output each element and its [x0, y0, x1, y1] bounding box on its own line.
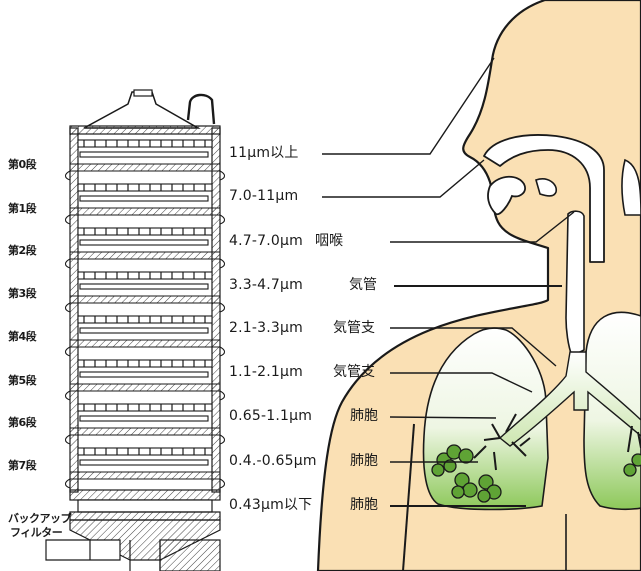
size-label-6: 0.65-1.1μm	[229, 408, 312, 425]
side-tab-right-6	[220, 435, 225, 444]
spacer-ring-6	[70, 428, 220, 435]
stage-label-7: 第7段	[8, 459, 60, 472]
region-label-5: 気管支	[333, 364, 375, 381]
spacer-ring-0	[70, 164, 220, 171]
side-tab-right-7	[220, 479, 225, 488]
side-tab-left-4	[66, 347, 71, 356]
side-tab-right-2	[220, 259, 225, 268]
stage-label-5: 第5段	[8, 374, 60, 387]
impactor-inlet-cap	[134, 90, 152, 96]
cascade-impactor-illustration	[46, 90, 225, 571]
side-tab-right-0	[220, 171, 225, 180]
collection-plate-0	[80, 152, 208, 157]
spacer-ring-3	[70, 296, 220, 303]
side-tab-left-6	[66, 435, 71, 444]
stage-label-0: 第0段	[8, 158, 60, 171]
impactor-left-wall	[70, 128, 78, 492]
size-label-backup: 0.43μm以下	[229, 497, 312, 514]
nozzle-plate-1	[78, 184, 212, 191]
nozzle-plate-4	[78, 316, 212, 323]
collection-plate-1	[80, 196, 208, 201]
side-tab-left-3	[66, 303, 71, 312]
impactor-stage-plates	[66, 140, 225, 488]
backup-filter-plate	[78, 500, 212, 512]
size-label-3: 3.3-4.7μm	[229, 277, 303, 294]
nozzle-plate-2	[78, 228, 212, 235]
collection-plate-6	[80, 416, 208, 421]
collection-plate-2	[80, 240, 208, 245]
spacer-ring-4	[70, 340, 220, 347]
impactor-top-plate	[70, 126, 220, 134]
side-tab-right-5	[220, 391, 225, 400]
nozzle-plate-3	[78, 272, 212, 279]
base-right	[160, 540, 220, 571]
region-label-backup: 肺胞	[350, 497, 378, 514]
collection-plate-3	[80, 284, 208, 289]
backup-filter-upper	[70, 490, 220, 500]
spacer-ring-1	[70, 208, 220, 215]
size-label-5: 1.1-2.1μm	[229, 364, 303, 381]
region-label-3: 気管	[349, 277, 377, 294]
size-label-2: 4.7-7.0μm	[229, 233, 303, 250]
spacer-ring-5	[70, 384, 220, 391]
side-tab-left-2	[66, 259, 71, 268]
side-tab-left-0	[66, 171, 71, 180]
size-label-7: 0.4.-0.65μm	[229, 453, 317, 470]
backup-filter-lower	[70, 512, 220, 520]
impactor-right-wall	[212, 128, 220, 492]
nozzle-plate-5	[78, 360, 212, 367]
backup-label-line1: バックアップ	[8, 512, 78, 525]
nozzle-plate-6	[78, 404, 212, 411]
backup-label-line2: フィルター	[10, 526, 80, 539]
region-label-6: 肺胞	[350, 408, 378, 425]
stage-label-1: 第1段	[8, 202, 60, 215]
leader-stage6	[390, 417, 496, 418]
size-label-0: 11μm以上	[229, 145, 299, 162]
stage-label-3: 第3段	[8, 287, 60, 300]
side-tab-right-4	[220, 347, 225, 356]
impactor-inlet-tube	[188, 95, 214, 124]
side-tab-left-1	[66, 215, 71, 224]
stage-label-2: 第2段	[8, 244, 60, 257]
side-tab-right-1	[220, 215, 225, 224]
trachea	[566, 211, 584, 356]
base-left	[46, 540, 120, 560]
side-tab-right-3	[220, 303, 225, 312]
region-label-2: 咽喉	[315, 233, 343, 250]
side-tab-left-5	[66, 391, 71, 400]
stage-label-4: 第4段	[8, 330, 60, 343]
stage-label-6: 第6段	[8, 416, 60, 429]
collection-plate-4	[80, 328, 208, 333]
nozzle-plate-7	[78, 448, 212, 455]
collection-plate-5	[80, 372, 208, 377]
impactor-inlet-dome	[84, 92, 198, 128]
spacer-ring-7	[70, 472, 220, 479]
leader-stage1	[322, 160, 484, 197]
side-tab-left-7	[66, 479, 71, 488]
collection-plate-7	[80, 460, 208, 465]
size-label-4: 2.1-3.3μm	[229, 320, 303, 337]
spacer-ring-2	[70, 252, 220, 259]
region-label-4: 気管支	[333, 320, 375, 337]
size-label-1: 7.0-11μm	[229, 188, 298, 205]
region-label-7: 肺胞	[350, 453, 378, 470]
nozzle-plate-0	[78, 140, 212, 147]
